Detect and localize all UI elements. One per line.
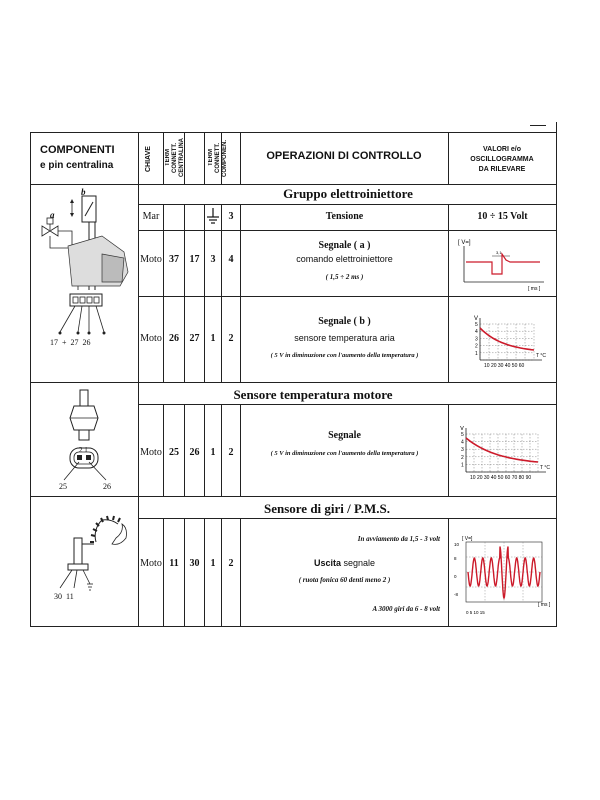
r2-c4: 2	[228, 333, 234, 344]
series-line	[465, 437, 539, 463]
r4-op-top: In avviamento da 1,5 - 3 volt	[357, 535, 440, 543]
y-tick-label: 2	[461, 455, 464, 461]
header-componenti: COMPONENTI e pin centralina	[40, 144, 115, 171]
svg-text:3,1: 3,1	[496, 250, 502, 255]
r4-chiave: Moto	[140, 558, 162, 569]
r2-op-note: ( 5 V in diminuzione con l'aumento della…	[270, 352, 419, 359]
r1-op-sub: comando elettroiniettore	[296, 254, 393, 264]
header-chiave: CHIAVE	[145, 146, 152, 172]
r3-c2: 26	[189, 447, 200, 458]
x-tick-labels: 10 20 30 40 50 60	[484, 363, 525, 369]
section-title-temperatura: Sensore temperatura motore	[233, 387, 393, 402]
r3-c4: 2	[228, 447, 234, 458]
d2-pin-right: 26	[103, 482, 111, 491]
r2-chiave: Moto	[140, 333, 162, 344]
r4-op-title: Uscita segnale	[313, 558, 376, 568]
y-axis-label: V	[460, 426, 464, 432]
header-operazioni: OPERAZIONI DI CONTROLLO	[266, 150, 422, 162]
x-tick-labels: 0 5 10 15	[466, 610, 485, 615]
d1-label-b: b	[81, 187, 86, 197]
d1-label-a: a	[50, 210, 55, 220]
graph-air-temp: V T °C 543 21 10 20 30 40 50 60	[474, 316, 546, 369]
svg-text:[ ms ]: [ ms ]	[528, 286, 541, 292]
section-title-giri: Sensore di giri / P.M.S.	[263, 501, 391, 516]
d1-pins: 17 + 27 26	[50, 338, 91, 347]
injector-diagram	[41, 195, 129, 335]
r2-c1: 26	[169, 333, 179, 344]
header-valori: VALORI e/o OSCILLOGRAMMA DA RILEVARE	[470, 146, 534, 173]
series-line	[467, 546, 541, 600]
r0-c4: 3	[228, 211, 234, 222]
x-axis-label: T °C	[540, 465, 550, 471]
y-tick-label: 0	[454, 574, 457, 579]
r1-c3: 3	[210, 254, 216, 265]
d2-pins-top: 2 1	[79, 446, 88, 454]
r1-op-title: Segnale ( a )	[318, 240, 371, 251]
series-line	[479, 327, 535, 351]
y-tick-label: 4	[475, 329, 478, 335]
d3-pins: 30 11	[54, 592, 74, 601]
x-axis-label: T °C	[536, 353, 546, 359]
ground-icon	[207, 208, 219, 224]
graph-injector-pulse: [ V=] [ ms ] 3,1	[458, 240, 544, 292]
temp-sensor-diagram	[63, 389, 107, 481]
y-axis-label: [ V=]	[462, 536, 473, 542]
r4-op-bottom: A 3000 giri da 6 - 8 volt	[372, 605, 440, 613]
r1-op-note: ( 1,5 ÷ 2 ms )	[325, 273, 364, 281]
r1-chiave: Moto	[140, 254, 162, 265]
r1-c1: 37	[169, 254, 179, 265]
r3-op-title: Segnale	[328, 430, 361, 441]
r4-c2: 30	[189, 558, 200, 569]
r1-c2: 17	[189, 254, 200, 265]
r2-c2: 27	[189, 333, 200, 344]
y-tick-label: 4	[461, 440, 464, 446]
y-tick-label: 8	[454, 556, 457, 561]
y-tick-label: 2	[475, 344, 478, 350]
y-tick-label: 3	[475, 336, 478, 342]
y-tick-label: 3	[461, 447, 464, 453]
r3-chiave: Moto	[140, 447, 162, 458]
y-tick-label: 1	[461, 462, 464, 468]
d2-pin-left: 25	[59, 482, 67, 491]
r0-chiave: Mar	[142, 211, 160, 222]
header-term-centralina: TERM CONNETT. CENTRALINA	[165, 138, 185, 178]
r4-c1: 11	[169, 558, 179, 569]
header-term-componen: TERM CONNETT. COMPONEN.	[208, 139, 228, 177]
r3-op-note: ( 5 V in diminuzione con l'aumento della…	[270, 450, 419, 457]
y-tick-label: 5	[461, 432, 464, 438]
y-tick-label: 10	[454, 542, 460, 547]
r4-c4: 2	[228, 558, 234, 569]
rpm-sensor-diagram	[59, 515, 127, 591]
r4-c3: 1	[210, 558, 216, 569]
r4-op-note: ( ruota fonica 60 denti meno 2 )	[298, 576, 391, 584]
y-axis-label: V	[474, 316, 478, 322]
r1-c4: 4	[228, 254, 234, 265]
r0-valori: 10 ÷ 15 Volt	[477, 211, 528, 222]
y-tick-label: 5	[475, 322, 478, 328]
r2-c3: 1	[210, 333, 216, 344]
svg-text:[ V=]: [ V=]	[458, 240, 471, 246]
y-tick-label: -8	[454, 592, 458, 597]
r2-op-sub: sensore temperatura aria	[294, 333, 395, 343]
graph-rpm-signal: [ V=] [ ms ] 10 8 0 -8 0 5 10 15	[454, 536, 551, 615]
x-axis-label: [ ms ]	[538, 602, 551, 608]
y-tick-label: 1	[475, 351, 478, 357]
r0-op: Tensione	[325, 211, 364, 222]
x-tick-labels: 10 20 30 40 50 60 70 80 90	[470, 475, 531, 481]
r2-op-title: Segnale ( b )	[318, 316, 371, 327]
graph-engine-temp: V T °C 5 43 21 10 20 30 40 50 60 70 80 90	[460, 426, 550, 481]
r3-c3: 1	[210, 447, 216, 458]
r3-c1: 25	[169, 447, 179, 458]
section-title-gruppo: Gruppo elettroiniettore	[283, 186, 413, 201]
